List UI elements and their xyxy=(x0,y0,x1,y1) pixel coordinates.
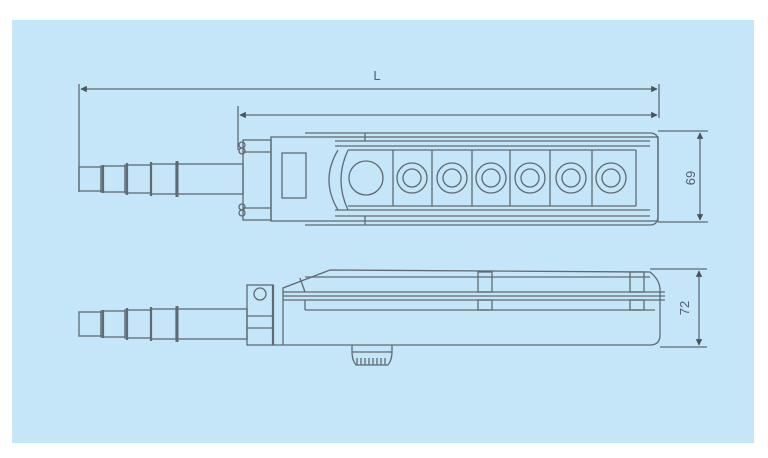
push-buttons xyxy=(396,162,627,194)
dimension-label-length: L xyxy=(373,68,380,83)
dimension-height xyxy=(650,268,707,348)
side-view xyxy=(78,269,665,346)
top-view xyxy=(78,132,659,226)
dimension-body-length xyxy=(237,106,658,150)
dimension-width xyxy=(658,130,708,223)
dimension-label-width: 69 xyxy=(683,171,698,185)
cable-connector xyxy=(351,345,393,366)
dimension-overall-length xyxy=(78,84,660,192)
dimension-label-height: 72 xyxy=(677,301,692,315)
emergency-stop-button xyxy=(348,160,384,196)
